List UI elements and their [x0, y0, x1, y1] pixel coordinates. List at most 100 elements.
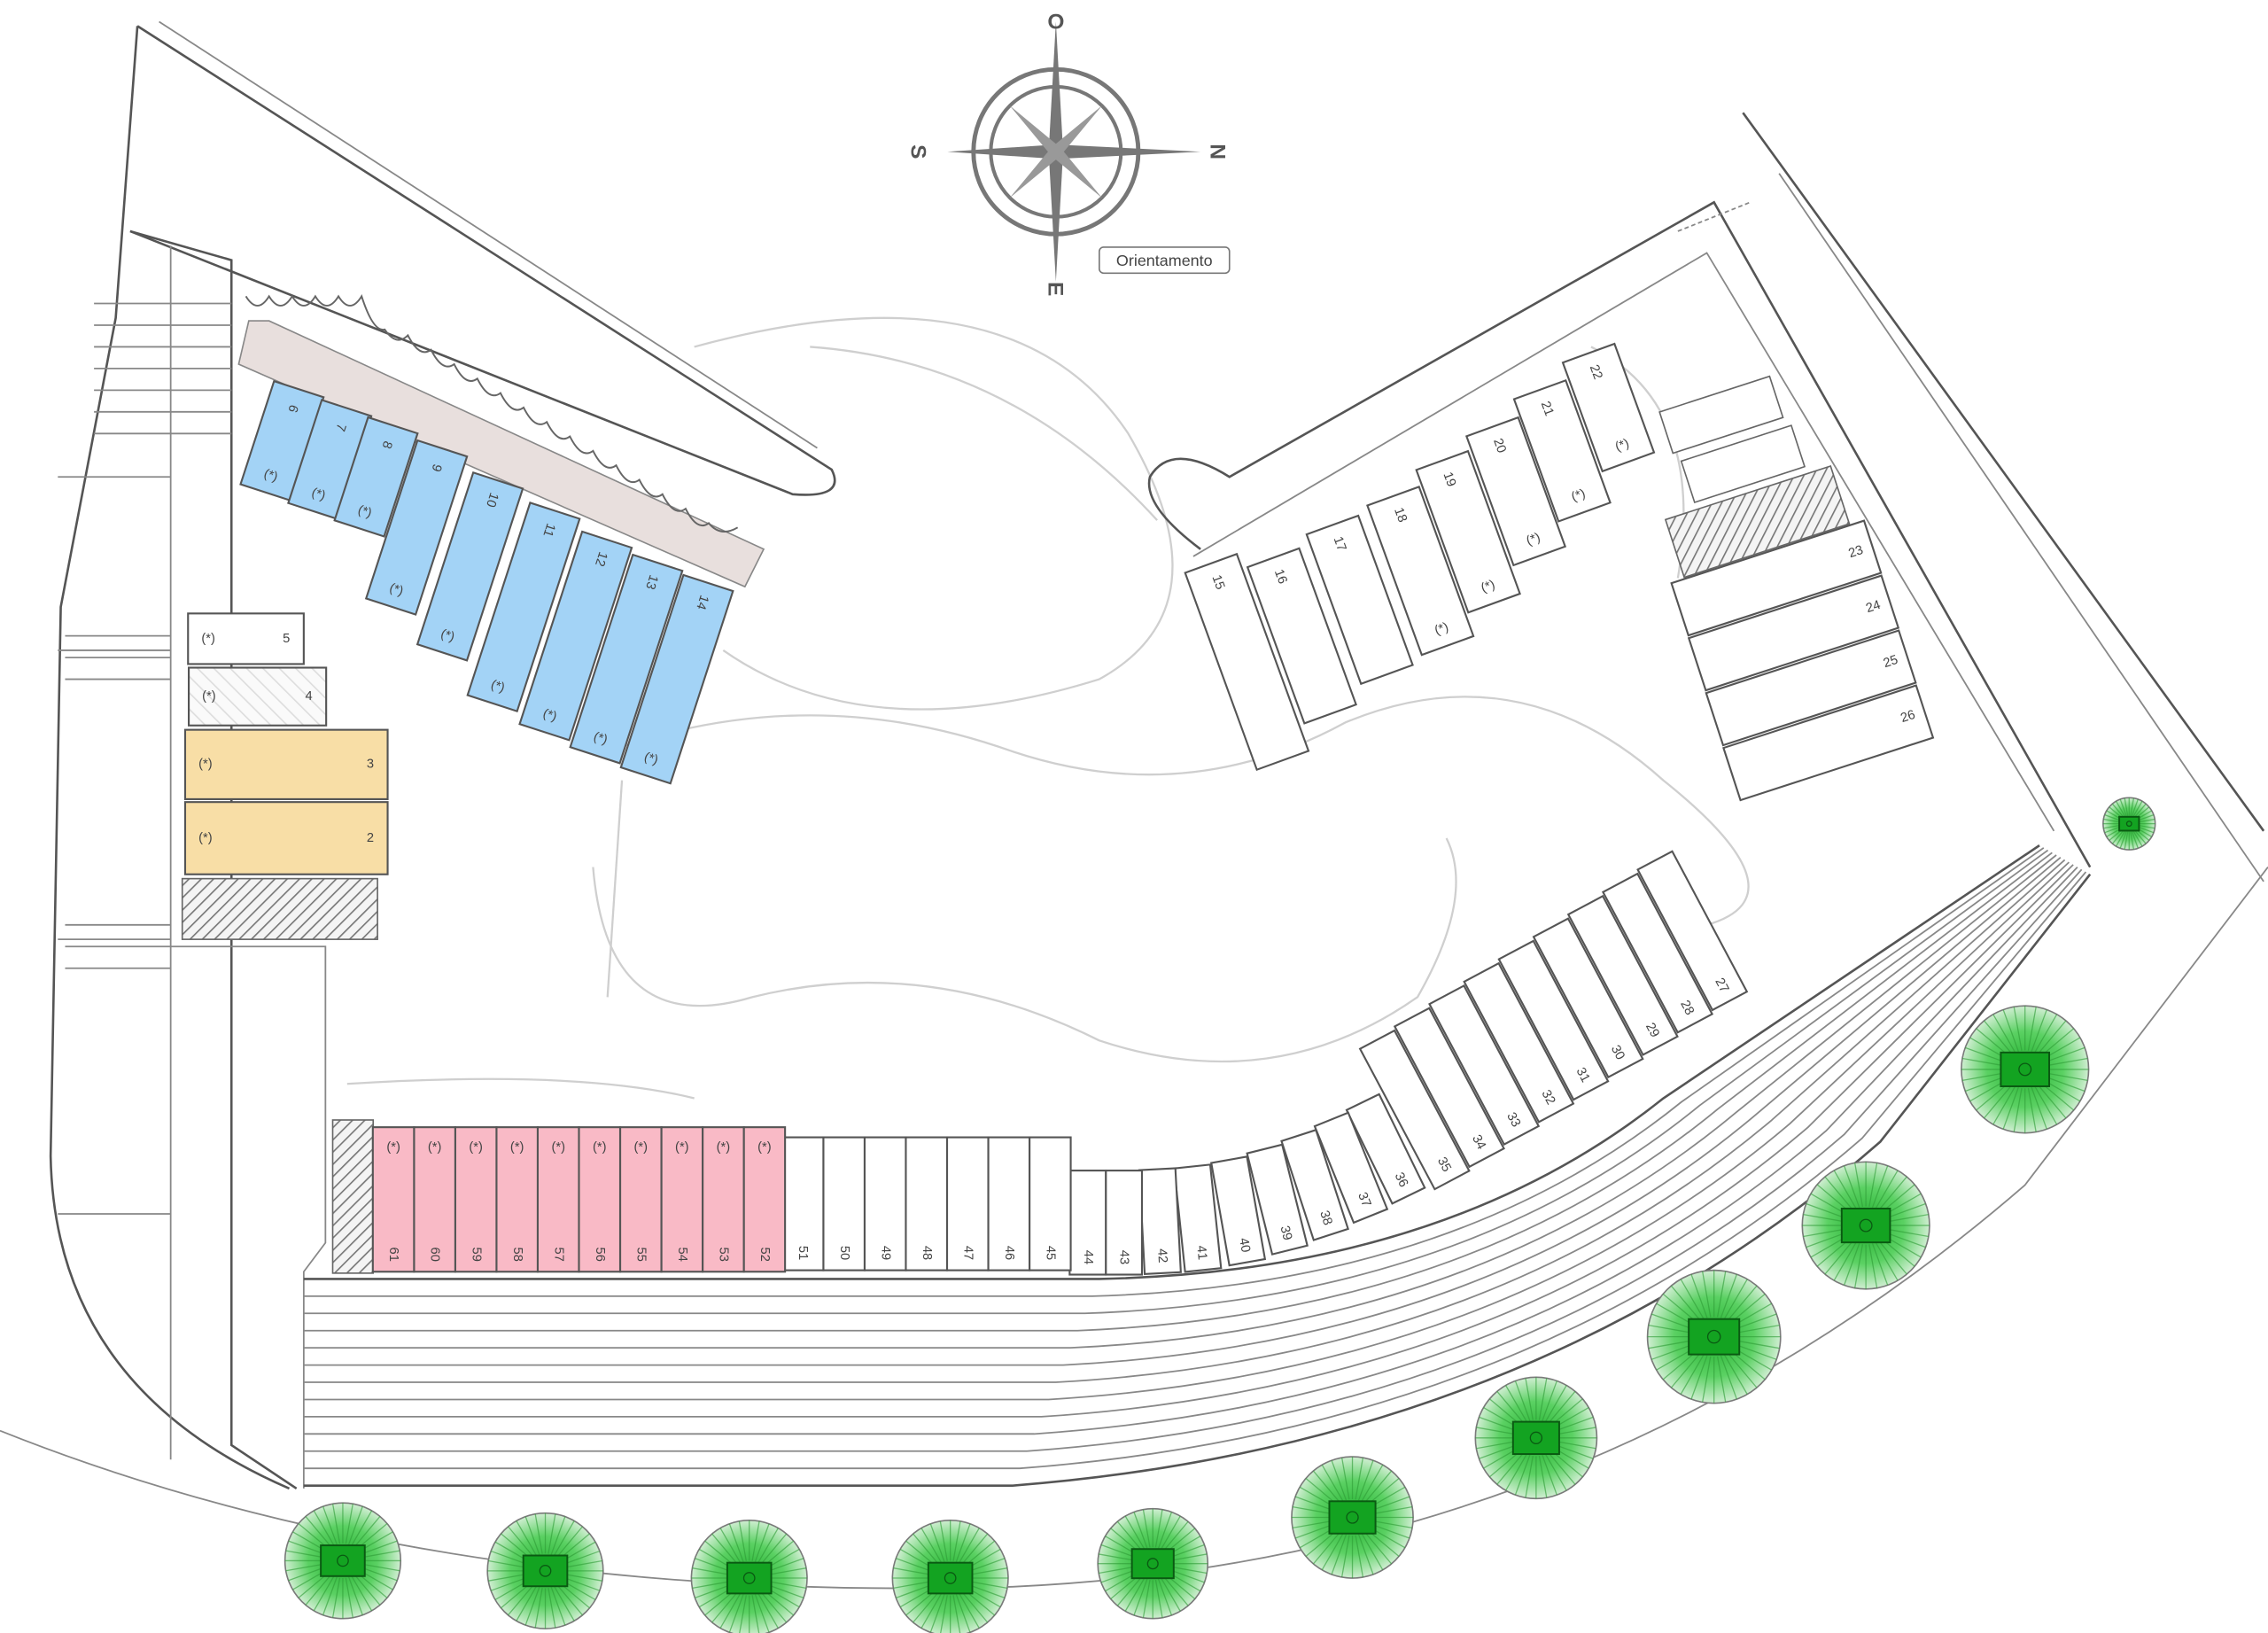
parking-space-number: 9	[428, 463, 444, 474]
parking-space-45[interactable]: 45	[1028, 1136, 1072, 1271]
parking-space-20[interactable]: 20(*)	[1464, 416, 1567, 567]
parking-space-2[interactable]: 2(*)	[183, 801, 389, 875]
parking-space-outline	[364, 439, 469, 616]
parking-space-number: 31	[1573, 1065, 1593, 1085]
hatched-zone	[1664, 464, 1851, 579]
tree-icon	[690, 1519, 808, 1633]
parking-space-49[interactable]: 49	[863, 1136, 907, 1271]
parking-space-25[interactable]: 25	[1705, 629, 1917, 747]
terrain-contours	[346, 316, 1750, 1100]
parking-space-outline	[518, 530, 633, 742]
parking-space-34[interactable]: 34	[1393, 1007, 1505, 1169]
reserved-marker: (*)	[262, 467, 280, 485]
parking-space-16[interactable]: 16	[1246, 547, 1358, 725]
parking-spaces: 2(*)3(*)4(*)5(*)6(*)7(*)8(*)9(*)10(*)11(…	[183, 342, 1935, 1276]
parking-space-18[interactable]: 18(*)	[1366, 485, 1475, 657]
parking-space-50[interactable]: 50	[822, 1136, 866, 1271]
parking-space-44[interactable]: 44	[1068, 1170, 1107, 1276]
parking-space-19[interactable]: 19(*)	[1415, 449, 1521, 614]
parking-space-3[interactable]: 3(*)	[183, 728, 389, 800]
parking-space-29[interactable]: 29	[1566, 894, 1679, 1056]
parking-space-11[interactable]: 11(*)	[466, 502, 581, 712]
parking-space-outline	[1210, 1155, 1267, 1267]
parking-space-27[interactable]: 27	[1636, 850, 1749, 1012]
parking-space-14[interactable]: 14(*)	[619, 573, 734, 785]
reserved-marker: (*)	[469, 1140, 482, 1155]
parking-space-21[interactable]: 21(*)	[1512, 378, 1612, 523]
parking-space-32[interactable]: 32	[1463, 961, 1575, 1124]
parking-space-15[interactable]: 15	[1184, 552, 1310, 772]
parking-space-52[interactable]: 52(*)	[742, 1126, 787, 1273]
parking-space-8[interactable]: 8(*)	[333, 416, 419, 538]
parking-space-53[interactable]: 53(*)	[702, 1126, 745, 1273]
parking-space-number: 34	[1469, 1132, 1488, 1152]
parking-space-61[interactable]: 61 (*)	[371, 1126, 416, 1273]
parking-space-60[interactable]: 60(*)	[413, 1126, 456, 1273]
parking-space-23[interactable]: 23	[1670, 519, 1883, 637]
parking-space-55[interactable]: 55(*)	[618, 1126, 663, 1273]
reserved-marker: (*)	[717, 1140, 730, 1155]
parking-space-38[interactable]: 38	[1280, 1128, 1349, 1241]
parking-space-outline	[578, 1126, 622, 1273]
parking-space-10[interactable]: 10(*)	[416, 470, 524, 662]
parking-space-4[interactable]: 4(*)	[188, 666, 328, 727]
tree-icon	[486, 1512, 604, 1629]
parking-space-outline	[1687, 574, 1900, 692]
parking-space-outline	[660, 1126, 704, 1273]
parking-space-outline	[781, 1136, 825, 1271]
parking-space-number: 61	[386, 1248, 400, 1262]
parking-space-40[interactable]: 40	[1210, 1155, 1267, 1267]
parking-space-48[interactable]: 48	[905, 1136, 949, 1271]
road-lane-line	[303, 864, 2074, 1418]
parking-space-28[interactable]: 28	[1601, 872, 1714, 1034]
parking-space-number: 42	[1154, 1248, 1169, 1264]
road-lane-line	[303, 859, 2066, 1383]
parking-space-outline	[416, 470, 524, 662]
parking-space-41[interactable]: 41	[1173, 1163, 1223, 1273]
reserved-marker: (*)	[356, 503, 374, 521]
parking-space-37[interactable]: 37	[1313, 1111, 1389, 1225]
reserved-marker: (*)	[592, 730, 610, 748]
tree-icon	[1646, 1269, 1782, 1404]
parking-space-24[interactable]: 24	[1687, 574, 1900, 692]
reserved-marker: (*)	[1480, 578, 1497, 595]
parking-space-9[interactable]: 9(*)	[364, 439, 469, 616]
parking-space-17[interactable]: 17	[1305, 514, 1414, 686]
parking-space-number: 28	[1677, 999, 1697, 1018]
parking-space-number: 15	[1208, 573, 1227, 592]
parking-space-36[interactable]: 36	[1345, 1093, 1426, 1205]
parking-space-26[interactable]: 26	[1722, 684, 1935, 802]
parking-space-46[interactable]: 46	[987, 1136, 1031, 1271]
parking-space-outline	[1415, 449, 1521, 614]
parking-space-51[interactable]: 51	[781, 1136, 825, 1271]
parking-space-56[interactable]: 56(*)	[578, 1126, 622, 1273]
parking-space-5[interactable]: 5(*)	[187, 612, 305, 665]
parking-space-33[interactable]: 33	[1428, 984, 1541, 1147]
parking-space-47[interactable]: 47	[945, 1136, 990, 1271]
parking-space-22[interactable]: 22(*)	[1561, 342, 1656, 473]
parking-space-59[interactable]: 59(*)	[454, 1126, 498, 1273]
parking-space-35[interactable]: 35	[1358, 1029, 1471, 1191]
parking-space-outline	[1366, 485, 1475, 657]
parking-space-39[interactable]: 39	[1246, 1143, 1309, 1256]
parking-space-12[interactable]: 12(*)	[518, 530, 633, 742]
parking-space-number: 41	[1193, 1245, 1209, 1261]
tree-icon	[1801, 1161, 1930, 1290]
parking-space-58[interactable]: 58(*)	[495, 1126, 539, 1273]
parking-space-42[interactable]: 42	[1138, 1167, 1182, 1275]
parking-space-outline	[619, 573, 734, 785]
parking-space-number: 16	[1271, 568, 1290, 587]
parking-space-31[interactable]: 31	[1497, 939, 1610, 1101]
reserved-marker: (*)	[386, 1140, 400, 1155]
parking-space-number: 5	[283, 632, 290, 646]
reserved-marker: (*)	[489, 678, 507, 696]
parking-space-54[interactable]: 54(*)	[660, 1126, 704, 1273]
parking-space-30[interactable]: 30	[1532, 917, 1644, 1079]
parking-space-outline	[1184, 552, 1310, 772]
tree-icon	[1097, 1507, 1209, 1620]
parking-space-57[interactable]: 57(*)	[536, 1126, 580, 1273]
parking-space-43[interactable]: 43	[1105, 1170, 1144, 1276]
parking-space-outline	[1280, 1128, 1349, 1241]
parking-space-number: 58	[510, 1248, 524, 1262]
parking-space-13[interactable]: 13(*)	[569, 553, 684, 765]
